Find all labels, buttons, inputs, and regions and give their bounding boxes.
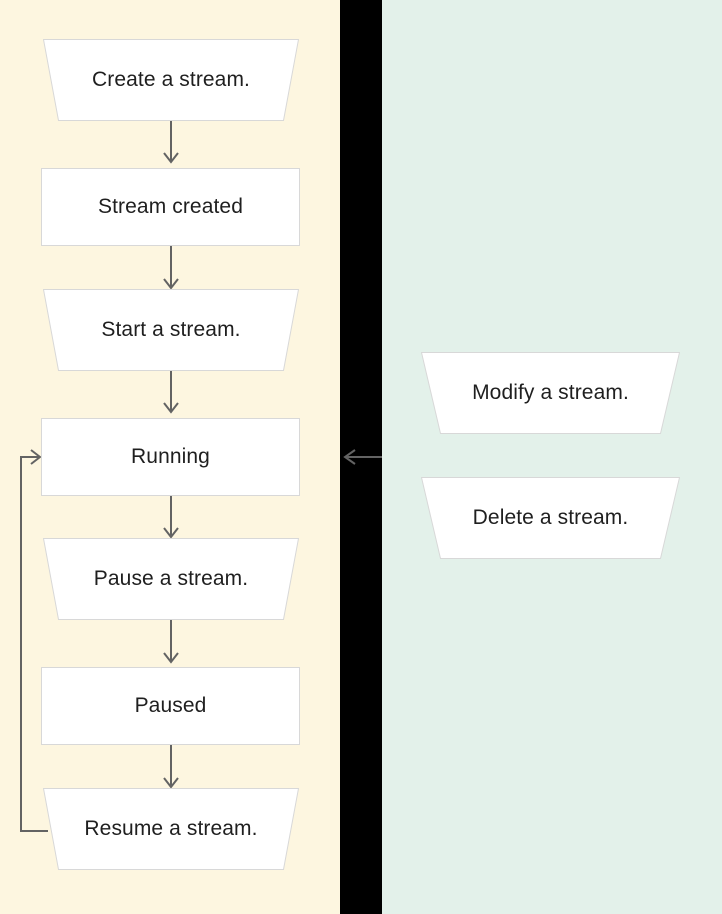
node-label: Pause a stream. <box>93 567 249 591</box>
node-paused[interactable]: Paused <box>41 667 300 745</box>
node-label: Modify a stream. <box>472 381 629 405</box>
node-label: Stream created <box>98 195 243 219</box>
node-modify-a-stream[interactable]: Modify a stream. <box>421 352 680 434</box>
trapezoid-shape <box>421 352 680 434</box>
node-start-a-stream[interactable]: Start a stream. <box>43 289 299 371</box>
trapezoid-shape <box>43 39 299 121</box>
trapezoid-shape <box>43 289 299 371</box>
node-create-a-stream[interactable]: Create a stream. <box>43 39 299 121</box>
divider-panel <box>340 0 382 914</box>
node-delete-a-stream[interactable]: Delete a stream. <box>421 477 680 559</box>
node-resume-a-stream[interactable]: Resume a stream. <box>43 788 299 870</box>
node-label: Paused <box>134 694 207 718</box>
operations-panel <box>382 0 722 914</box>
node-running[interactable]: Running <box>41 418 300 496</box>
node-stream-created[interactable]: Stream created <box>41 168 300 246</box>
node-label: Create a stream. <box>92 68 250 92</box>
trapezoid-shape <box>43 788 299 870</box>
trapezoid-shape <box>43 538 299 620</box>
node-label: Delete a stream. <box>472 506 629 530</box>
trapezoid-shape <box>421 477 680 559</box>
node-label: Running <box>131 445 210 469</box>
node-label: Resume a stream. <box>84 817 258 841</box>
node-pause-a-stream[interactable]: Pause a stream. <box>43 538 299 620</box>
node-label: Start a stream. <box>101 318 241 342</box>
